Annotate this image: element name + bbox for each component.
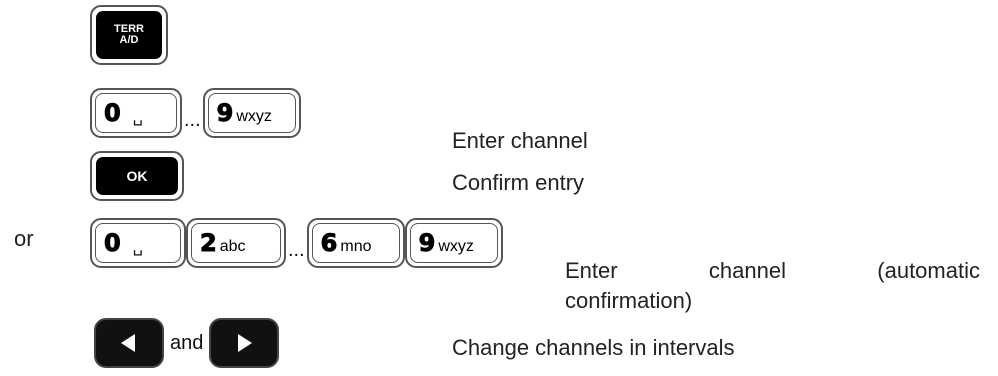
key-0-second-face: 0 ␣	[95, 223, 181, 263]
row-ok: OK	[90, 151, 184, 201]
ok-key-label: OK	[96, 157, 178, 195]
key-2-digit: 2	[200, 229, 218, 258]
key-9-face: 9 wxyz	[207, 93, 296, 133]
arrow-right-key[interactable]	[209, 318, 280, 368]
ellipsis: ...	[184, 109, 201, 131]
key-6-digit: 6	[320, 229, 338, 258]
key-9-second-face: 9 wxyz	[409, 223, 498, 263]
key-2-face: 2 abc	[191, 223, 281, 263]
space-symbol-icon: ␣	[132, 106, 143, 126]
key-2[interactable]: 2 abc	[186, 218, 286, 268]
terr-label-line1: TERR	[114, 23, 144, 35]
arrow-left-key[interactable]	[94, 318, 164, 368]
key-9[interactable]: 9 wxyz	[202, 88, 301, 138]
terr-label: TERR A/D	[114, 24, 144, 46]
key-9-second-digit: 9	[418, 229, 436, 258]
key-9-digit: 9	[216, 99, 234, 128]
key-6-face: 6 mno	[311, 223, 400, 263]
triangle-right-icon	[238, 334, 253, 352]
and-text: and	[170, 331, 204, 354]
terr-ad-key[interactable]: TERR A/D	[90, 5, 168, 65]
key-0-second-digit: 0	[104, 229, 122, 258]
confirm-entry-text: Confirm entry	[452, 170, 585, 195]
key-6[interactable]: 6 mno	[306, 218, 405, 268]
row-enter-channel: 0 ␣ ... 9 wxyz	[90, 88, 301, 138]
key-0[interactable]: 0 ␣	[90, 88, 182, 138]
key-9-second[interactable]: 9 wxyz	[404, 218, 503, 268]
auto-confirm-line2: confirmation)	[565, 288, 693, 313]
ellipsis: ...	[288, 239, 305, 261]
key-0-digit: 0	[104, 99, 122, 128]
terr-ad-key-face: TERR A/D	[96, 11, 162, 59]
key-9-letters: wxyz	[236, 108, 272, 125]
auto-confirm-word1: Enter	[565, 258, 618, 283]
key-6-letters: mno	[340, 238, 372, 255]
row-auto-confirm: 0 ␣ 2 abc ... 6 mno 9 wxyz	[90, 218, 503, 268]
auto-confirm-word3: (automatic	[877, 258, 980, 283]
key-0-face: 0 ␣	[95, 93, 177, 133]
space-symbol-icon: ␣	[132, 236, 143, 256]
terr-label-line2: A/D	[119, 34, 139, 46]
triangle-left-icon	[121, 334, 135, 352]
key-9-second-letters: wxyz	[438, 238, 474, 255]
row-terr: TERR A/D	[90, 5, 168, 65]
auto-confirm-text: Enter channel (automatic confirmation)	[565, 258, 980, 314]
change-channels-text: Change channels in intervals	[452, 335, 735, 360]
auto-confirm-line1: Enter channel (automatic	[565, 258, 980, 284]
row-arrows: and	[94, 318, 280, 368]
auto-confirm-word2: channel	[708, 258, 786, 283]
key-2-letters: abc	[219, 238, 246, 255]
key-0-second[interactable]: 0 ␣	[90, 218, 186, 268]
or-text: or	[14, 226, 34, 251]
ok-key[interactable]: OK	[90, 151, 184, 201]
enter-channel-text: Enter channel	[452, 128, 588, 153]
